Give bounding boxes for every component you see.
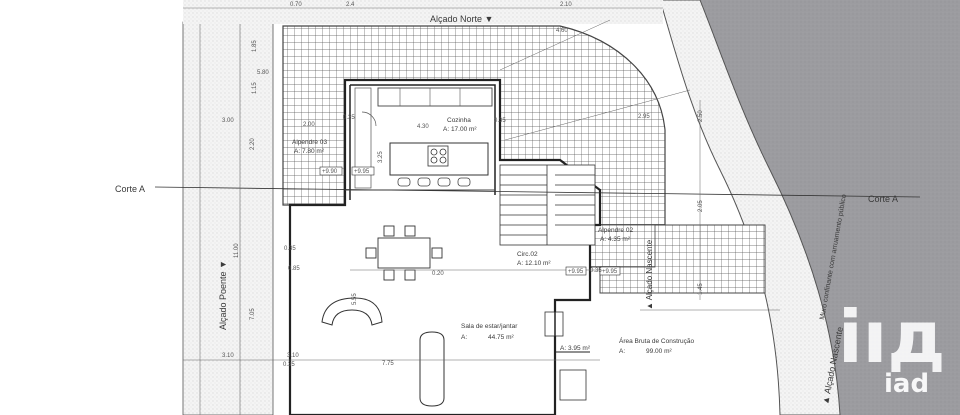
- dim-left-total: 11.00: [234, 243, 240, 258]
- section-label-right: Corte A: [868, 194, 898, 204]
- section-label-left: Corte A: [115, 184, 145, 194]
- dim-diag: 4.60: [556, 28, 568, 34]
- dim-top-strip-a: 2.10: [560, 2, 572, 8]
- dim-diag-b: 2.95: [638, 114, 650, 120]
- alpendre-03-area: A: 7.80 m²: [294, 148, 325, 155]
- level-kitchen: +9.95: [354, 169, 370, 175]
- dim-left-margin: 3.00: [222, 118, 234, 124]
- kitchen-island: [389, 142, 489, 176]
- dim-right-a: 2.50: [698, 110, 704, 122]
- dining-table: [365, 225, 443, 281]
- living-room-name: Sala de estar/jantar: [461, 323, 518, 330]
- dim-porch-height: 2.20: [250, 138, 256, 150]
- dim-left-mid: 3.10: [222, 353, 234, 359]
- dim-kitchen-depth: 3.25: [378, 151, 384, 163]
- living-room-area-prefix: A:: [461, 334, 467, 341]
- dim-left-base: 3.10: [287, 353, 299, 359]
- dim-kitchen-width: 4.30: [417, 124, 429, 130]
- gross-area-name: Área Bruta de Construção: [619, 336, 695, 345]
- section-line-a: [154, 186, 921, 198]
- elevation-north-label: Alçado Norte ▼: [430, 14, 493, 24]
- sidewalk-strip: [659, 0, 841, 415]
- elevation-east-label: ▲ Alçado Nascente: [645, 239, 654, 310]
- north-strip: [183, 0, 663, 24]
- dim-sub-a: 0.85: [288, 266, 300, 272]
- bathroom-fixture: [544, 311, 564, 337]
- alpendre-02-area: A: 4.35 m²: [600, 236, 631, 243]
- dim-wall-b: 0.35: [494, 118, 506, 124]
- small-room-area: A: 3.95 m²: [560, 345, 591, 352]
- kitchen-area: A: 17.00 m²: [443, 126, 477, 133]
- dim-top-strip-b: 0.70: [290, 2, 302, 8]
- alpendre-03-name: Alpendre 03: [292, 139, 327, 146]
- watermark-logo-mark: iıд: [838, 295, 946, 379]
- dim-wall-c: 0.20: [432, 271, 444, 277]
- street-area: [700, 0, 960, 415]
- circulation-name: Circ.02: [517, 251, 538, 258]
- dim-top-a: 5.80: [257, 70, 269, 76]
- dim-wall-a: 0.35: [343, 115, 355, 121]
- dim-top-b: 1.15: [252, 82, 258, 94]
- watermark-logo-text: iad: [884, 369, 929, 399]
- west-strip: [182, 21, 274, 415]
- gross-area-value: 99.00 m²: [646, 348, 672, 355]
- dim-sub-b: 0.35: [284, 246, 296, 252]
- level-alpendre: +9.90: [322, 169, 338, 175]
- kitchen-counter: [377, 87, 493, 107]
- dim-right-c: 1.45: [698, 283, 704, 295]
- level-stair: +9.95: [602, 269, 618, 275]
- level-circulation: +9.95: [568, 269, 584, 275]
- dim-top-c: 1.85: [252, 40, 258, 52]
- dim-porch-width: 2.00: [303, 122, 315, 128]
- kitchen-name: Cozinha: [447, 117, 471, 124]
- circulation-area: A: 12.10 m²: [517, 260, 551, 267]
- dim-top-strip-c: 2.4: [346, 2, 355, 8]
- sofa-right: [419, 331, 445, 407]
- dim-bottom-left: 0.35: [283, 362, 295, 368]
- dim-east-small: 0.35: [590, 268, 602, 274]
- living-room-area-value: 44.75 m²: [488, 334, 514, 341]
- staircase: [499, 164, 596, 246]
- alpendre-02-name: Alpendre 02: [598, 227, 633, 234]
- dim-mid-height: 5.55: [352, 293, 358, 305]
- gross-area-prefix: A:: [619, 348, 625, 355]
- sofa-left: [321, 297, 383, 326]
- elevation-west-label: Alçado Poente ▼: [218, 260, 228, 330]
- dim-left-low: 7.05: [250, 308, 256, 320]
- dim-bottom-total: 7.75: [382, 361, 394, 367]
- dim-right-b: 2.05: [698, 200, 704, 212]
